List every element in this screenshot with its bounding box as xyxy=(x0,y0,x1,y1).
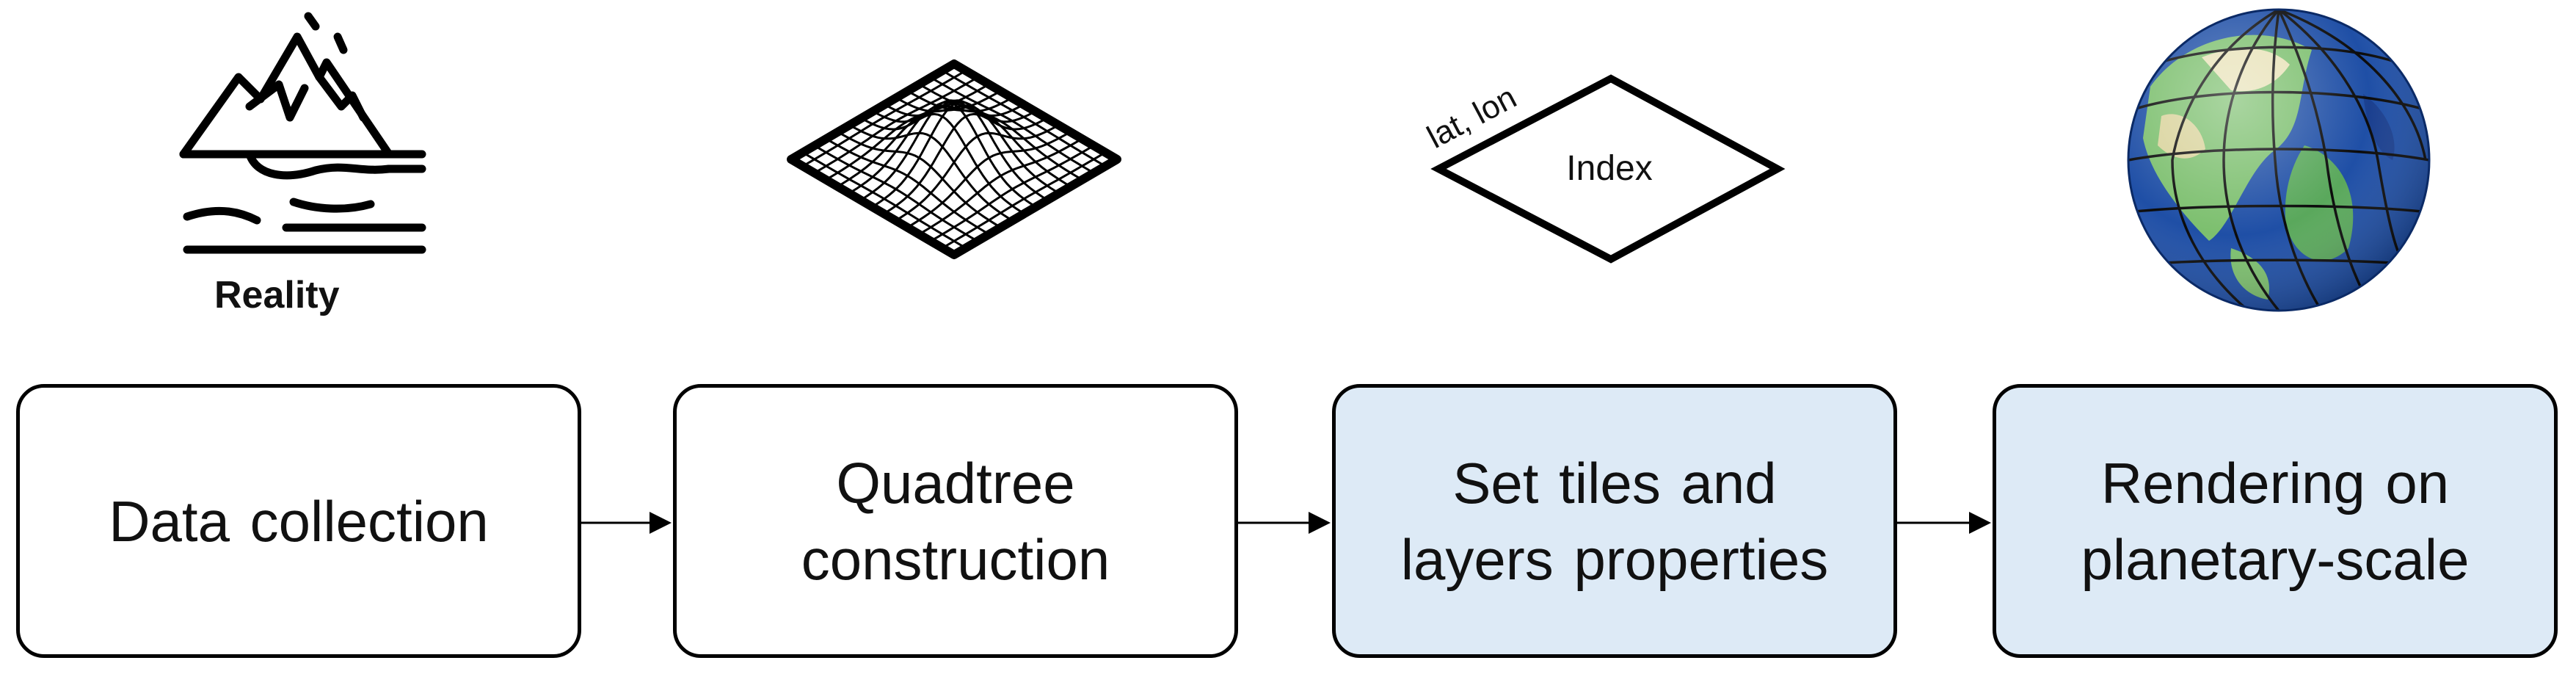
step-label: layers properties xyxy=(1400,526,1829,592)
mesh-line xyxy=(942,151,1106,249)
mesh-line xyxy=(918,137,1083,236)
globe-grid-icon xyxy=(2121,6,2437,314)
mesh-line xyxy=(860,112,1025,215)
step-data-collection: Data collection xyxy=(16,384,581,658)
step-label: construction xyxy=(801,526,1110,592)
step-label: Set tiles and xyxy=(1452,450,1777,515)
mesh-line xyxy=(848,123,1014,222)
mesh-line xyxy=(813,145,978,242)
step-rendering-planetary: Rendering on planetary-scale xyxy=(1993,384,2558,658)
mountain-icon xyxy=(169,7,433,257)
step-quadtree-construction: Quadtree construction xyxy=(673,384,1238,658)
mesh-line xyxy=(884,112,1048,215)
mesh-line xyxy=(825,137,990,236)
mesh-line xyxy=(930,145,1095,242)
reality-caption: Reality xyxy=(214,274,340,316)
mesh-line xyxy=(802,151,967,249)
step-label: Rendering on xyxy=(2100,450,2450,515)
terrain-mesh-icon xyxy=(785,55,1123,264)
diamond-index-icon: Index lat, lon xyxy=(1420,62,1794,272)
mesh-line xyxy=(906,131,1071,228)
step-label: planetary-scale xyxy=(2081,526,2470,592)
step-set-tiles-layers: Set tiles and layers properties xyxy=(1332,384,1897,658)
step-label: Data collection xyxy=(109,488,489,554)
mesh-line xyxy=(872,101,1036,208)
lat-lon-label: lat, lon xyxy=(1422,79,1522,156)
mesh-line xyxy=(837,131,1002,228)
index-label: Index xyxy=(1566,149,1652,188)
step-label: Quadtree xyxy=(836,450,1075,515)
mesh-line xyxy=(895,123,1060,222)
